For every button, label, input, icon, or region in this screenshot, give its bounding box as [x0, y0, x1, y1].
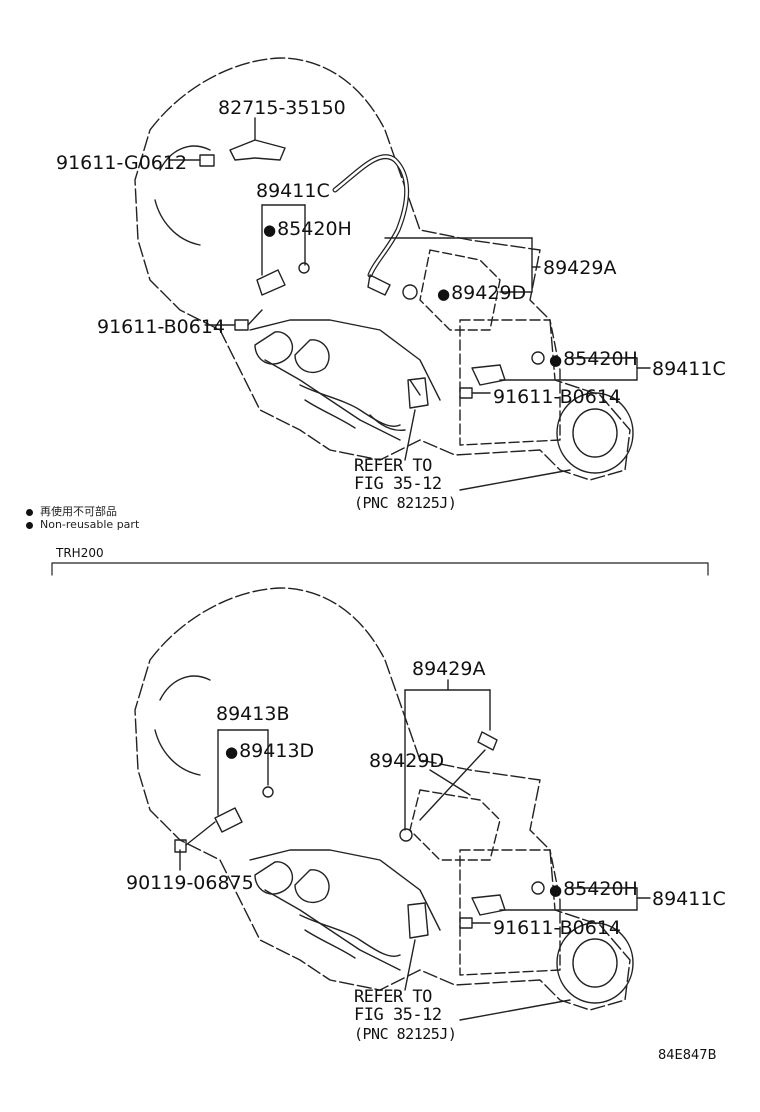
part-label-89429d-top: 89429D — [437, 282, 526, 304]
part-label-89429a-top: 89429A — [543, 257, 617, 279]
part-label-91611-b0614-top-left: 91611-B0614 — [97, 316, 226, 338]
bullet-icon — [26, 521, 33, 529]
top-transmission-outline — [134, 57, 634, 481]
legend-line-jp: 再使用不可部品 — [26, 503, 117, 519]
legend-text-en: Non-reusable part — [40, 518, 140, 531]
refer-line-2-top: FIG 35-12 — [354, 474, 442, 494]
legend-text-jp: 再使用不可部品 — [40, 505, 117, 518]
part-label-90119-06875: 90119-06875 — [126, 872, 254, 894]
part-label-91611-b0614-top-right: 91611-B0614 — [493, 386, 622, 408]
part-label-82715: 82715-35150 — [218, 97, 346, 119]
part-label-89413b: 89413B — [216, 703, 290, 725]
part-label-89411c-top-right: 89411C — [652, 358, 726, 380]
part-label-89413d: 89413D — [225, 740, 314, 762]
part-label-89411c-bottom: 89411C — [652, 888, 726, 910]
refer-line-1-bottom: REFER TO — [354, 987, 432, 1007]
part-label-85420h-bottom: 85420H — [549, 878, 638, 900]
part-label-89429d-bottom: 89429D — [369, 750, 445, 772]
part-label-89411c-top: 89411C — [256, 180, 330, 202]
part-label-89429a-bottom: 89429A — [412, 658, 486, 680]
legend-line-en: Non-reusable part — [26, 518, 139, 531]
bottom-transmission-outline — [134, 587, 634, 1011]
section-label: TRH200 — [56, 546, 104, 560]
part-label-85420h-top-right: 85420H — [549, 348, 638, 370]
bullet-icon — [26, 508, 33, 516]
part-label-85420h-top: 85420H — [263, 218, 352, 240]
drawing-code: 84E847B — [658, 1048, 717, 1063]
refer-line-3-top: (PNC 82125J) — [354, 494, 457, 512]
part-label-91611-b0614-bottom: 91611-B0614 — [493, 917, 622, 939]
refer-line-3-bottom: (PNC 82125J) — [354, 1025, 457, 1043]
refer-line-2-bottom: FIG 35-12 — [354, 1005, 442, 1025]
refer-line-1-top: REFER TO — [354, 456, 432, 476]
part-label-91611-g0612: 91611-G0612 — [56, 152, 188, 174]
